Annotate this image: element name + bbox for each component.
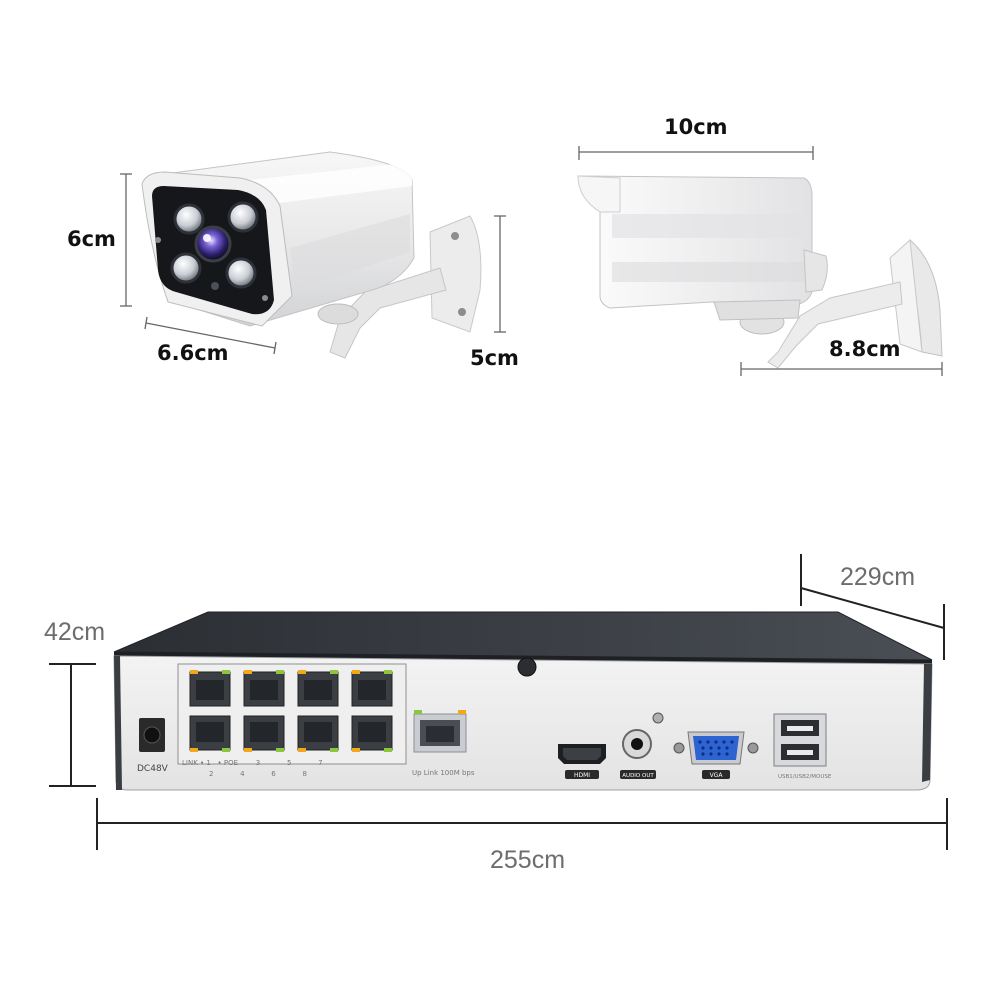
mount-arm — [329, 267, 447, 359]
rear-cap — [803, 249, 828, 293]
rj45-port-icon — [297, 715, 339, 752]
nvr-device: DC48V LINK • 1 • POE 3 5 7 2 4 6 8 Up Li… — [49, 554, 948, 850]
hdmi-label: HDMI — [574, 772, 590, 779]
uplink-label: Up Link 100M bps — [412, 769, 475, 777]
poe-ports — [189, 670, 393, 752]
vga-port-icon — [673, 731, 759, 779]
screw-hole — [451, 232, 459, 240]
housing-rib — [612, 262, 806, 282]
uplink-port-icon — [413, 710, 467, 753]
mount-plate-edge — [889, 238, 923, 353]
dimension-lines-front — [120, 173, 506, 355]
screw-icon — [155, 237, 161, 243]
screw-icon — [262, 295, 268, 301]
usb-ports-icon — [773, 713, 827, 767]
housing-highlight — [250, 162, 412, 206]
camera-lens-icon — [194, 225, 232, 263]
usb-label: USB1/USB2/MOUSE — [778, 774, 832, 780]
rj45-port-icon — [351, 670, 393, 707]
mount-depth-label: 8.8cm — [829, 337, 901, 361]
camera-height-label: 6cm — [67, 227, 116, 251]
dimension-lines-side — [578, 146, 943, 376]
nvr-height-label: 42cm — [44, 618, 106, 646]
rj45-port-icon — [243, 715, 285, 752]
nvr-side-edge — [922, 664, 932, 782]
camera-length-label: 10cm — [664, 115, 728, 139]
vga-badge — [702, 770, 730, 779]
mount-ball-joint — [317, 303, 359, 325]
dimension-lines-nvr — [49, 554, 948, 850]
nvr-top-cover — [113, 611, 933, 661]
ir-led-icon — [170, 252, 202, 284]
mount-arm — [767, 281, 903, 369]
camera-width-label: 6.6cm — [157, 341, 229, 365]
lens-glint — [203, 234, 211, 242]
dc-jack-hole — [143, 726, 161, 744]
audio-out-port-icon — [620, 712, 664, 779]
hdmi-badge — [565, 770, 599, 779]
ground-screw-icon — [517, 657, 537, 677]
mount-base — [713, 299, 801, 321]
mount-height-label: 5cm — [470, 346, 519, 370]
dc48v-label: DC48V — [137, 764, 169, 774]
sun-shield-tip — [577, 175, 621, 213]
housing-rib — [612, 214, 806, 238]
rj45-port-icon — [243, 670, 285, 707]
nvr-width-label: 255cm — [490, 846, 566, 874]
screw-hole — [458, 308, 466, 316]
rj45-port-icon — [189, 715, 231, 752]
nvr-side-edge — [114, 656, 122, 790]
ir-led-icon — [173, 203, 205, 235]
rj45-port-icon — [297, 670, 339, 707]
grounding-screw-icon — [652, 712, 664, 724]
rj45-port-icon — [189, 670, 231, 707]
housing-shade — [290, 214, 410, 290]
port-row-top-label: LINK • 1 • POE 3 5 7 — [182, 759, 323, 767]
camera-side-view — [577, 146, 943, 376]
audio-out-label: AUDIO OUT — [622, 773, 654, 779]
camera-front-view — [120, 151, 506, 359]
wall-mount-plate — [429, 215, 482, 333]
light-sensor-icon — [211, 282, 219, 290]
vga-label: VGA — [710, 772, 724, 779]
audio-badge — [620, 770, 656, 779]
ir-led-icon — [225, 257, 257, 289]
nvr-depth-label: 229cm — [840, 563, 916, 591]
ir-led-icon — [227, 201, 259, 233]
rj45-port-icon — [351, 715, 393, 752]
hdmi-port-icon — [558, 744, 606, 779]
port-row-bottom-label: 2 4 6 8 — [209, 770, 307, 778]
